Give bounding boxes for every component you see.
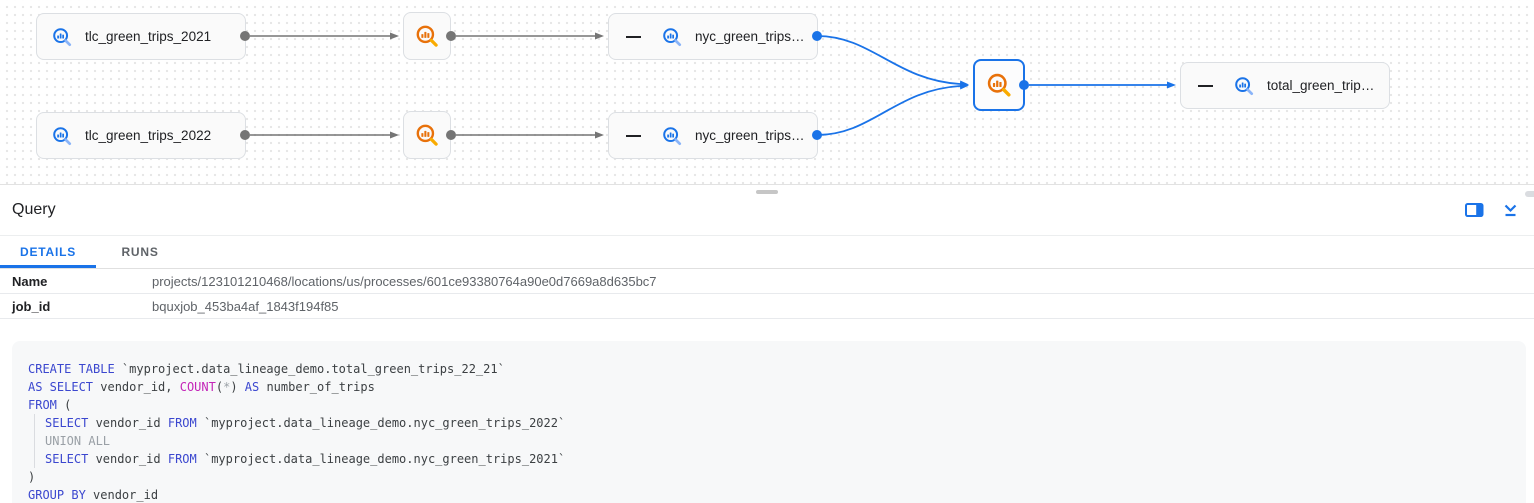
bigquery-table-icon bbox=[661, 125, 683, 147]
node-label: tlc_green_trips_2021 bbox=[85, 29, 212, 44]
collapse-panel-icon[interactable] bbox=[1501, 201, 1520, 219]
bigquery-query-icon bbox=[985, 71, 1013, 99]
sql-code: CREATE TABLE `myproject.data_lineage_dem… bbox=[12, 341, 1526, 503]
output-port-dot bbox=[240, 130, 250, 140]
bigquery-table-icon bbox=[51, 26, 73, 48]
node-tlc-green-trips-2022[interactable]: tlc_green_trips_2022 bbox=[36, 112, 246, 159]
hide-columns-minus-icon[interactable] bbox=[626, 35, 641, 38]
detail-row-name: Name projects/123101210468/locations/us/… bbox=[0, 269, 1534, 294]
tab-details[interactable]: DETAILS bbox=[0, 236, 97, 268]
output-port-dot bbox=[1019, 80, 1029, 90]
node-query-process-selected[interactable] bbox=[973, 59, 1025, 111]
output-port-dot bbox=[812, 31, 822, 41]
hide-columns-minus-icon[interactable] bbox=[626, 134, 641, 137]
lineage-graph-canvas[interactable]: tlc_green_trips_2021 tlc_green_trips_202… bbox=[0, 0, 1534, 185]
scrollbar-thumb[interactable] bbox=[1525, 191, 1534, 197]
output-port-dot bbox=[446, 130, 456, 140]
panel-title: Query bbox=[12, 201, 56, 218]
bigquery-query-icon bbox=[414, 122, 440, 148]
bigquery-query-icon bbox=[414, 23, 440, 49]
detail-value: bquxjob_453ba4af_1843f194f85 bbox=[152, 298, 339, 314]
bigquery-table-icon bbox=[1233, 75, 1255, 97]
node-label: nyc_green_trips… bbox=[695, 29, 805, 44]
detail-value: projects/123101210468/locations/us/proce… bbox=[152, 273, 657, 289]
node-tlc-green-trips-2021[interactable]: tlc_green_trips_2021 bbox=[36, 13, 246, 60]
side-panel-icon[interactable] bbox=[1465, 201, 1484, 219]
node-nyc-green-trips-2021[interactable]: nyc_green_trips… bbox=[608, 13, 818, 60]
node-label: nyc_green_trips… bbox=[695, 128, 805, 143]
tab-bar: DETAILS RUNS bbox=[0, 236, 1534, 269]
panel-header: Query bbox=[0, 185, 1534, 236]
node-query-process-1[interactable] bbox=[403, 12, 451, 60]
bigquery-table-icon bbox=[51, 125, 73, 147]
node-label: tlc_green_trips_2022 bbox=[85, 128, 212, 143]
detail-label: job_id bbox=[12, 298, 51, 314]
lineage-edges bbox=[250, 32, 1176, 139]
node-nyc-green-trips-2022[interactable]: nyc_green_trips… bbox=[608, 112, 818, 159]
node-total-green-trips[interactable]: total_green_trip… bbox=[1180, 62, 1390, 109]
bigquery-table-icon bbox=[661, 26, 683, 48]
output-port-dot bbox=[240, 31, 250, 41]
tab-runs[interactable]: RUNS bbox=[121, 245, 159, 259]
output-port-dot bbox=[812, 130, 822, 140]
node-label: total_green_trip… bbox=[1267, 78, 1375, 93]
detail-label: Name bbox=[12, 273, 48, 289]
hide-columns-minus-icon[interactable] bbox=[1198, 84, 1213, 87]
output-port-dot bbox=[446, 31, 456, 41]
node-query-process-2[interactable] bbox=[403, 111, 451, 159]
detail-row-job-id: job_id bquxjob_453ba4af_1843f194f85 bbox=[0, 294, 1534, 319]
details-panel: Query DETAILS RUNS Name projects/1231012… bbox=[0, 185, 1534, 503]
drag-handle[interactable] bbox=[756, 190, 778, 194]
